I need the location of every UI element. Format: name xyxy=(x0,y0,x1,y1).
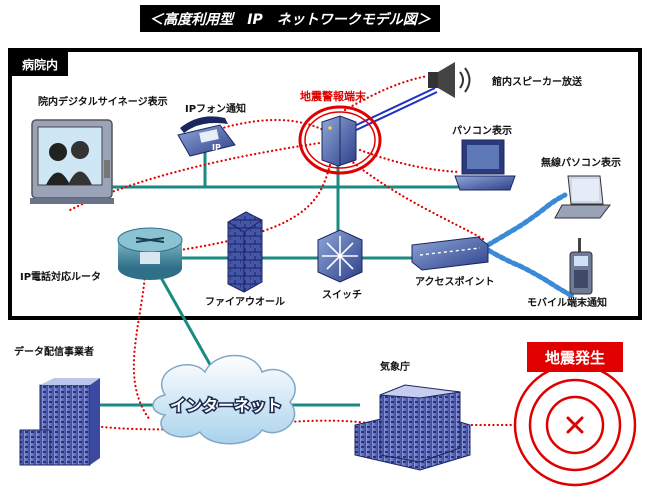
network-lines xyxy=(90,150,470,407)
pc-display-label: パソコン表示 xyxy=(452,124,512,137)
diagram-title: ＜高度利用型 IP ネットワークモデル図＞ xyxy=(149,11,431,28)
earthquake-epicenter xyxy=(513,342,637,487)
router-label: IP電話対応ルータ xyxy=(20,270,101,283)
wireless-beams xyxy=(485,192,575,299)
internet-cloud xyxy=(152,354,296,445)
hospital-label: 病院内 xyxy=(22,57,58,72)
earthquake-terminal-label: 地震警報端末 xyxy=(300,89,367,103)
network-switch xyxy=(317,229,363,283)
digital-signage-tv xyxy=(30,119,114,204)
access-point xyxy=(411,236,489,271)
pc-computer xyxy=(454,139,516,191)
earthquake-terminal xyxy=(298,105,382,175)
data-provider-label: データ配信事業者 xyxy=(14,345,94,358)
speaker-label: 館内スピーカー放送 xyxy=(491,75,583,88)
data-provider-building xyxy=(19,378,100,466)
ip-phone: IP xyxy=(177,116,236,157)
ip-phone-label: IPフォン通知 xyxy=(185,102,246,115)
mobile-label: モバイル端末通知 xyxy=(527,296,607,309)
wireless-pc-label: 無線パソコン表示 xyxy=(541,156,621,169)
speaker-icon xyxy=(428,62,471,98)
digital-signage-label: 院内デジタルサイネージ表示 xyxy=(38,95,168,108)
jma-label: 気象庁 xyxy=(379,360,410,373)
speaker-cable xyxy=(349,87,438,133)
ip-phone-badge: IP xyxy=(212,143,221,152)
firewall-label: ファイアウオール xyxy=(205,296,285,308)
firewall xyxy=(227,211,263,293)
switch-label: スイッチ xyxy=(322,289,362,301)
ip-router xyxy=(117,227,183,280)
earthquake-label: 地震発生 xyxy=(545,349,605,367)
title-banner: ＜高度利用型 IP ネットワークモデル図＞ xyxy=(140,5,440,32)
alert-paths xyxy=(68,74,517,431)
internet-label: インターネット xyxy=(170,396,282,415)
jma-building xyxy=(354,384,471,471)
access-point-label: アクセスポイント xyxy=(415,275,495,288)
wireless-laptop xyxy=(554,175,612,219)
mobile-terminal xyxy=(569,238,593,295)
